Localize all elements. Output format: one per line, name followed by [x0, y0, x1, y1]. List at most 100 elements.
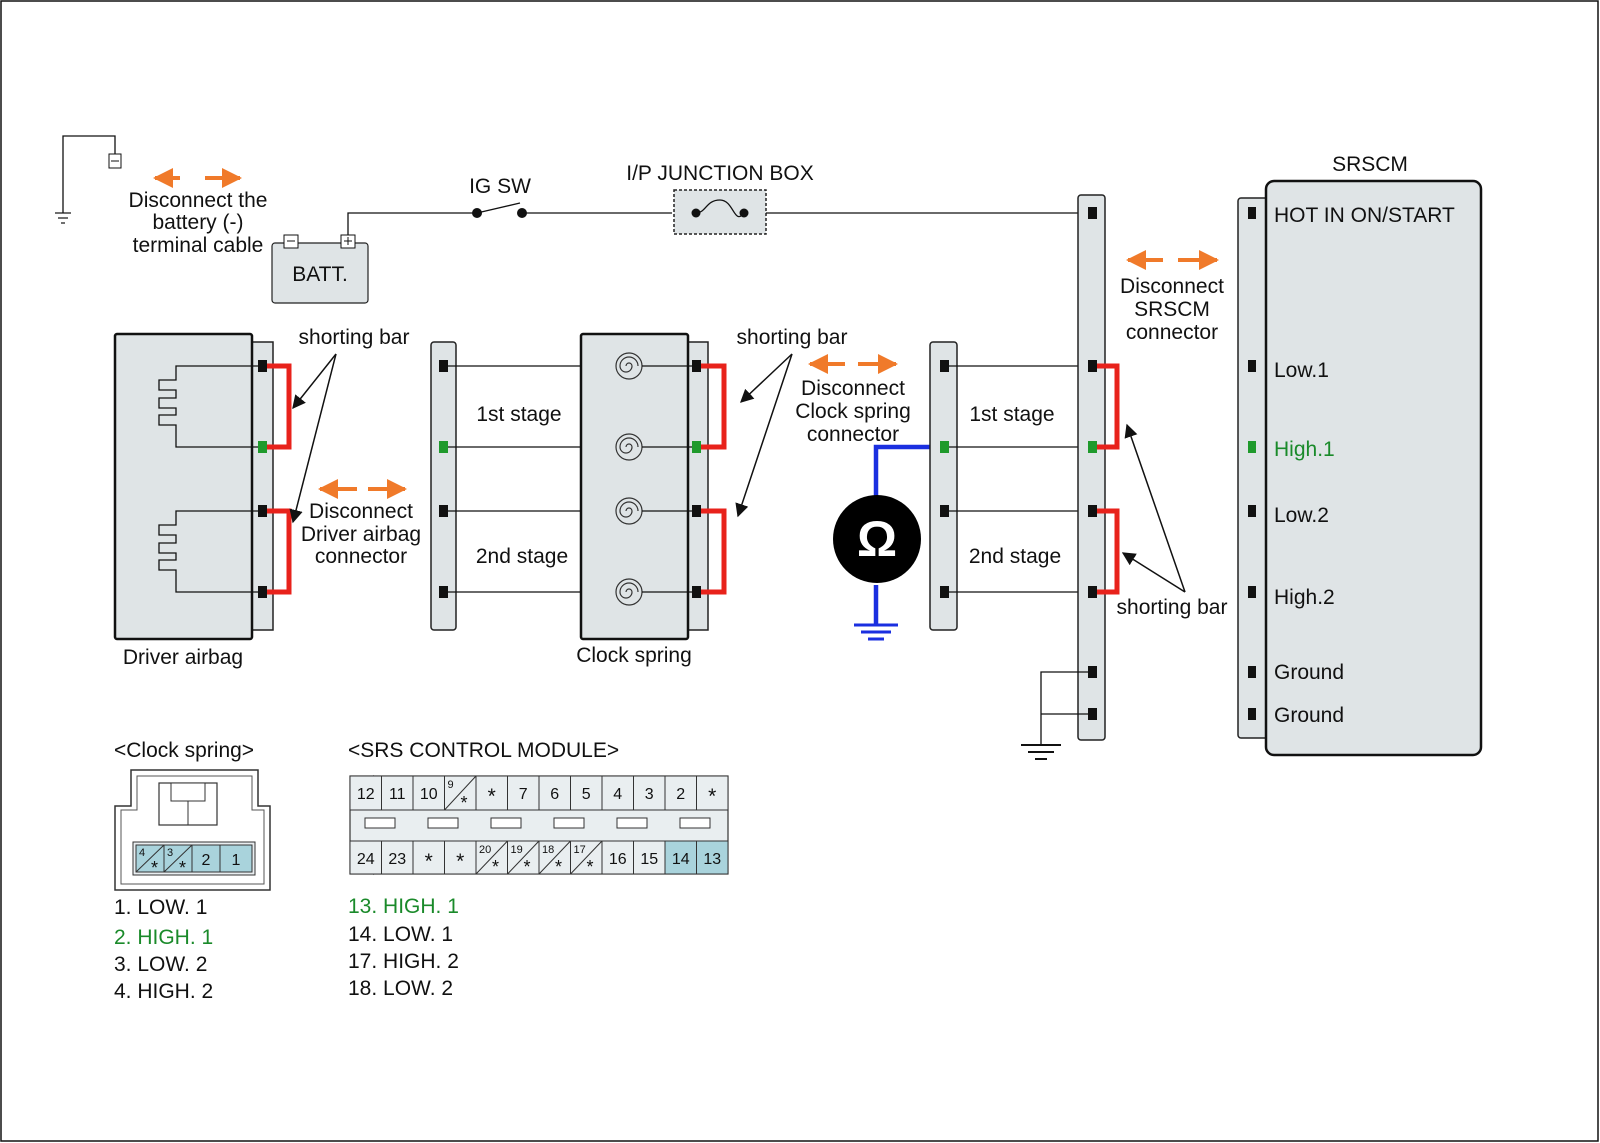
- driver-airbag-label: Driver airbag: [123, 646, 243, 669]
- shorting-bar-label-middle: shorting bar: [737, 326, 848, 349]
- srs-cell: [633, 775, 666, 811]
- srs-cell: [570, 775, 603, 811]
- clock-spring-left-connector: [430, 341, 457, 631]
- clock-spring-stage2-label: 2nd stage: [476, 545, 568, 568]
- junction-box: [673, 189, 767, 235]
- srs-cell-label: 9: [448, 779, 454, 791]
- srs-cell-star: *: [587, 857, 594, 877]
- shorting-bar-pointer: [740, 353, 793, 403]
- shorting-bar-label-right: shorting bar: [1117, 596, 1228, 619]
- srs-cell-label: 6: [550, 786, 559, 803]
- srscm-connector-strip: [1077, 194, 1120, 741]
- srscm-pin-ground-2: Ground: [1274, 704, 1344, 727]
- srs-cell-label: 3: [645, 786, 654, 803]
- srs-cell-label: 17: [574, 844, 586, 856]
- srs-cell-label: 7: [519, 786, 528, 803]
- srscm-module: [1237, 179, 1483, 757]
- srs-module-legend-3: 17. HIGH. 2: [348, 950, 459, 973]
- meter-lead-positive: [873, 444, 945, 500]
- srs-cell-label: *: [708, 785, 716, 808]
- srs-module-legend-4: 18. LOW. 2: [348, 977, 453, 1000]
- srs-cell: [601, 840, 634, 875]
- srs-cell-label: 15: [640, 851, 658, 868]
- srs-cell: [412, 775, 445, 811]
- srs-cell-label: 24: [357, 851, 375, 868]
- clock-spring-stage1-label: 1st stage: [476, 403, 561, 426]
- srs-module-legend-2: 14. LOW. 1: [348, 923, 453, 946]
- srs-cell: [444, 840, 477, 875]
- srscm-pin-ground-1: Ground: [1274, 661, 1344, 684]
- srscm-disconnect-note-2: SRSCM: [1134, 298, 1210, 321]
- clock-spring-disconnect-note-3: connector: [807, 423, 899, 446]
- ig-switch-label: IG SW: [469, 175, 531, 198]
- shorting-bar-pointer: [292, 353, 337, 410]
- srscm-pin-low1: Low.1: [1274, 359, 1329, 382]
- clock-spring-cell-2: 2: [202, 852, 211, 869]
- srscm-harness-connector: [929, 341, 958, 631]
- clock-spring-cell-4-star: *: [151, 858, 158, 878]
- srs-module-connector-face: [349, 774, 729, 876]
- srs-cell-label: 19: [511, 844, 523, 856]
- clock-spring-disconnect-note-2: Clock spring: [795, 400, 911, 423]
- srs-cell: [664, 775, 697, 811]
- battery-disconnect-note-3: terminal cable: [133, 234, 264, 257]
- srs-cell-label: 23: [388, 851, 406, 868]
- srscm-stage1-label: 1st stage: [969, 403, 1054, 426]
- srs-module-legend-1: 13. HIGH. 1: [348, 895, 459, 918]
- clock-spring-legend-1: 1. LOW. 1: [114, 896, 207, 919]
- shorting-bar-pointer: [1121, 552, 1186, 593]
- srs-cell-label: 20: [479, 844, 491, 856]
- srs-cell-label: 18: [542, 844, 554, 856]
- srs-cell-label: 12: [357, 786, 375, 803]
- clock-spring-cell-3-star: *: [179, 858, 186, 878]
- ohm-symbol: Ω: [857, 511, 897, 567]
- srs-cell-label: 5: [582, 786, 591, 803]
- srs-cell: [633, 840, 666, 875]
- srs-cell: [349, 775, 382, 811]
- ig-switch-contact-left: [472, 208, 482, 218]
- clock-spring-module: [579, 332, 727, 641]
- srscm-pin-high2: High.2: [1274, 586, 1335, 609]
- srs-cell-divider: [570, 840, 603, 875]
- battery: [271, 234, 369, 304]
- clock-spring-legend-4: 4. HIGH. 2: [114, 980, 213, 1003]
- srs-cell-label: 14: [672, 851, 690, 868]
- srs-cell-label: 10: [420, 786, 438, 803]
- srs-cell-star: *: [492, 857, 499, 877]
- clock-spring-disconnect-note-1: Disconnect: [801, 377, 905, 400]
- clock-spring-cell-4: 4: [139, 847, 145, 859]
- fuse-icon: [695, 199, 745, 218]
- srs-cell-label: 2: [676, 786, 685, 803]
- srs-module-connector-title: <SRS CONTROL MODULE>: [348, 739, 619, 762]
- srs-cell-divider: [444, 775, 477, 811]
- shorting-bar-pointer: [1124, 423, 1186, 593]
- shorting-bar-label-left: shorting bar: [299, 326, 410, 349]
- srs-cell-divider: [507, 840, 540, 875]
- ohmmeter-icon: [833, 495, 921, 583]
- srscm-disconnect-note-3: connector: [1126, 321, 1218, 344]
- srscm-title: SRSCM: [1332, 153, 1408, 176]
- srs-cell-label: *: [456, 850, 464, 873]
- srs-cell: [381, 840, 414, 875]
- battery-ground: [55, 135, 122, 224]
- srs-cell-label: 11: [389, 786, 406, 803]
- srs-cell-divider: [475, 840, 508, 875]
- clock-spring-connector-face: [114, 769, 271, 891]
- battery-disconnect-note-2: battery (-): [152, 211, 243, 234]
- clock-spring-cell-3: 3: [167, 847, 173, 859]
- srs-cell-label: *: [488, 785, 496, 808]
- srs-cell: [475, 775, 508, 811]
- meter-ground-icon: [854, 623, 898, 641]
- clock-spring-legend-2: 2. HIGH. 1: [114, 926, 213, 949]
- srscm-chassis-ground: [1021, 671, 1088, 760]
- srs-cell-label: 4: [613, 786, 622, 803]
- srs-cell: [349, 840, 382, 875]
- srs-cell-star: *: [461, 793, 468, 813]
- srs-cell-divider: [538, 840, 571, 875]
- srscm-pin-high1: High.1: [1274, 438, 1335, 461]
- srscm-disconnect-note-1: Disconnect: [1120, 275, 1224, 298]
- srs-cell-label: *: [425, 850, 433, 873]
- driver-airbag-disconnect-note-3: connector: [315, 545, 407, 568]
